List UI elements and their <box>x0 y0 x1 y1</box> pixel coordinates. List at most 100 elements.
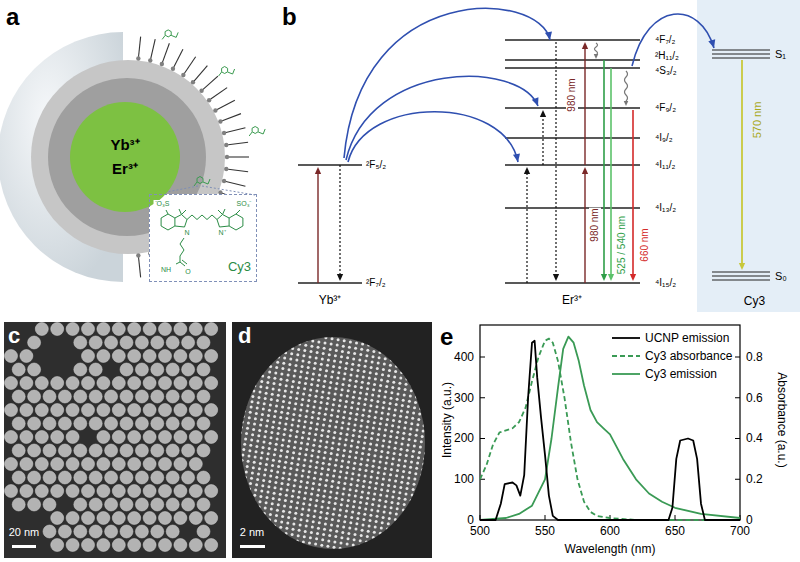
absorbance-curve <box>480 339 740 520</box>
plot-frame <box>480 325 740 520</box>
atom-column <box>393 485 396 488</box>
atom-column <box>320 434 323 437</box>
atom-column <box>258 467 261 470</box>
atom-column <box>356 517 359 520</box>
nanoparticle <box>112 404 125 417</box>
nanoparticle <box>97 323 110 336</box>
nanoparticle <box>143 485 156 498</box>
nanoparticle <box>151 498 164 511</box>
atom-column <box>310 531 313 534</box>
atom-column <box>322 495 325 498</box>
atom-column <box>338 443 341 446</box>
atom-column <box>296 353 299 356</box>
atom-column <box>360 496 363 499</box>
dye-level <box>712 276 770 277</box>
atom-column <box>293 517 296 520</box>
atom-column <box>270 508 273 511</box>
atom-column <box>305 448 308 451</box>
atom-column <box>338 366 341 369</box>
nanoparticle <box>197 471 210 484</box>
atom-column <box>318 412 321 415</box>
atom-column <box>288 363 291 366</box>
atom-column <box>250 406 253 409</box>
atom-column <box>419 446 422 449</box>
atom-column <box>394 370 397 373</box>
atom-column <box>287 374 290 377</box>
atom-column <box>304 344 307 347</box>
atom-column <box>247 460 250 463</box>
tick <box>735 479 740 480</box>
atom-column <box>420 440 423 443</box>
nanoparticle <box>35 431 48 444</box>
atom-column <box>348 417 351 420</box>
atom-column <box>272 420 275 423</box>
atom-column <box>384 467 387 470</box>
atom-column <box>406 449 409 452</box>
dye-band: Cy3 <box>697 0 800 312</box>
nanoparticle <box>43 444 56 457</box>
atom-column <box>283 466 286 469</box>
atom-column <box>297 496 300 499</box>
atom-column <box>420 473 423 476</box>
atom-column <box>386 528 389 531</box>
atom-column <box>354 418 357 421</box>
atom-column <box>321 391 324 394</box>
atom-column <box>405 492 408 495</box>
nanoparticle <box>12 417 25 430</box>
atom-column <box>274 481 277 484</box>
atom-column <box>348 455 351 458</box>
nanoparticle <box>12 471 25 484</box>
nanoparticle <box>182 417 195 430</box>
atom-column <box>288 511 291 514</box>
transition-arrow <box>555 42 556 276</box>
nanoparticle <box>182 498 195 511</box>
energy-level-label: ⁴I₁₃/₂ <box>655 202 676 214</box>
nanoparticle <box>159 404 172 417</box>
atom-column <box>326 402 329 405</box>
atom-column <box>328 353 331 356</box>
panel-letter: e <box>440 322 453 351</box>
atom-column <box>308 542 311 545</box>
nanoparticle <box>189 431 202 444</box>
atom-column <box>265 463 268 466</box>
nanoparticle <box>74 336 87 349</box>
atom-column <box>408 471 411 474</box>
atom-column <box>342 345 345 348</box>
nanoparticle <box>82 485 95 498</box>
atom-column <box>387 484 390 487</box>
atom-column <box>274 371 277 374</box>
axis-title: Intensity (a.u.) <box>440 382 454 458</box>
atom-column <box>412 450 415 453</box>
atom-column <box>245 470 248 473</box>
nanoparticle <box>35 377 48 390</box>
atom-column <box>358 506 361 509</box>
atom-column <box>262 408 265 411</box>
atom-column <box>367 491 370 494</box>
inset-ground <box>149 194 257 282</box>
atom-column <box>324 451 327 454</box>
atom-column <box>280 378 283 381</box>
atom-column <box>337 481 340 484</box>
atom-column <box>306 519 309 522</box>
atom-column <box>292 418 295 421</box>
tick-label: 600 <box>600 524 620 538</box>
atom-column <box>423 457 426 460</box>
atom-column <box>255 445 258 448</box>
atom-column <box>333 508 336 511</box>
atom-column <box>334 502 337 505</box>
atom-column <box>363 441 366 444</box>
atom-column <box>279 383 282 386</box>
atom-column <box>257 473 260 476</box>
nanoparticle <box>74 390 87 403</box>
atom-column <box>381 521 384 524</box>
atom-column <box>360 348 363 351</box>
nanoparticle <box>5 404 18 417</box>
atom-column <box>356 446 359 449</box>
atom-column <box>374 416 377 419</box>
atom-column <box>291 495 294 498</box>
atom-column <box>368 415 371 418</box>
nanoparticle <box>12 498 25 511</box>
energy-level <box>298 282 362 283</box>
arrow-head <box>532 97 539 106</box>
